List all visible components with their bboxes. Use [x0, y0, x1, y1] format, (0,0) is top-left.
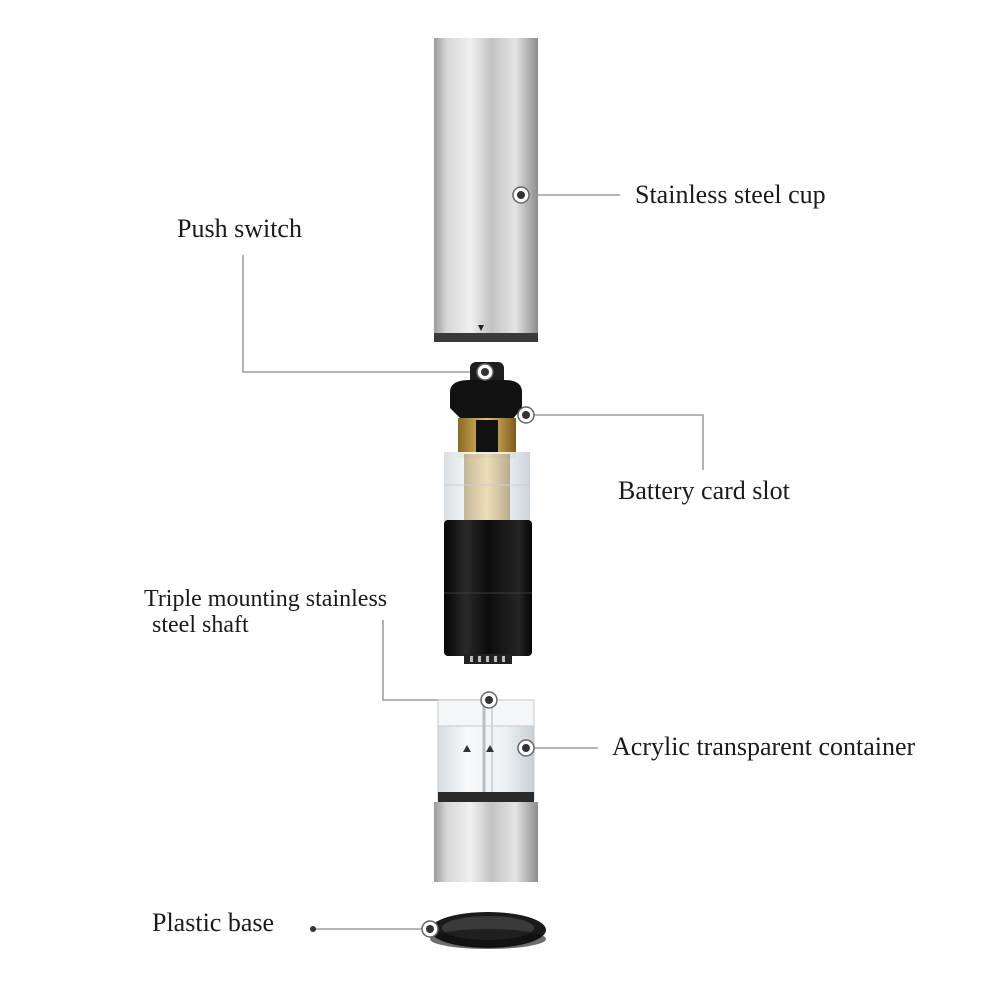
label-push-switch: Push switch [177, 214, 302, 243]
label-acrylic-transparent-container: Acrylic transparent container [612, 732, 916, 761]
label-triple-mounting-shaft-line1: Triple mounting stainless [144, 586, 388, 612]
label-plastic-base: Plastic base [152, 908, 275, 937]
label-triple-mounting-shaft-line2: steel shaft [152, 612, 249, 638]
plastic-base-part [430, 912, 546, 949]
callout-dot-push-switch [476, 363, 494, 381]
leader-line-push-switch [242, 255, 484, 373]
callout-dot-acrylic [517, 739, 535, 757]
label-stainless-steel-cup: Stainless steel cup [635, 180, 826, 209]
motor-body [444, 520, 532, 664]
callout-dot-stainless-cup [512, 186, 530, 204]
callout-dot-plastic-base [421, 920, 439, 938]
callout-dots [310, 186, 535, 938]
callout-dot-plastic-base-start [310, 926, 316, 932]
callout-dot-battery-slot [517, 406, 535, 424]
battery-section [444, 418, 530, 522]
leader-line-battery-slot [526, 414, 704, 470]
acrylic-container-part [434, 699, 538, 882]
callout-dot-shaft [480, 691, 498, 709]
label-battery-card-slot: Battery card slot [618, 476, 790, 505]
